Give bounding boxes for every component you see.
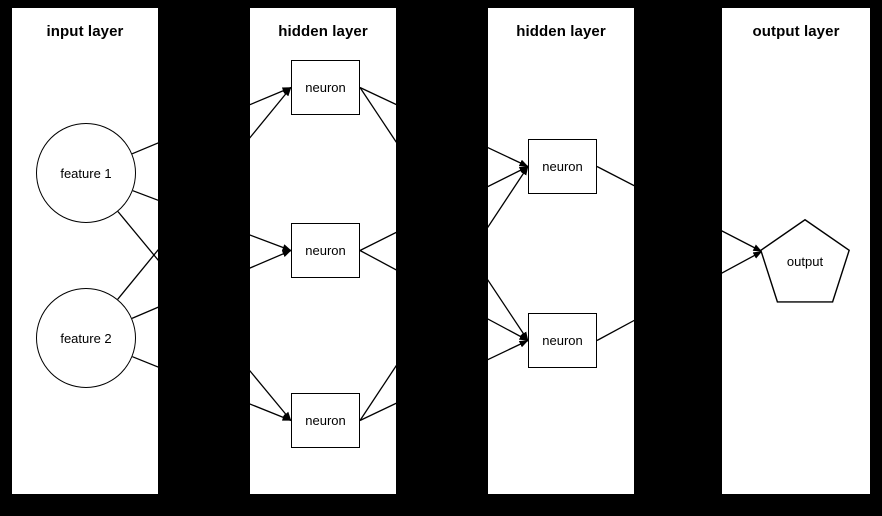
node-label-hidden1-neuron-1: neuron — [305, 80, 346, 95]
node-hidden1-neuron-1[interactable]: neuron — [291, 60, 360, 115]
node-feature-1[interactable]: feature 1 — [36, 123, 136, 223]
node-label-feature-1: feature 1 — [60, 165, 112, 181]
panel-title-input-layer: input layer — [46, 23, 124, 40]
node-label-hidden2-neuron-2: neuron — [542, 333, 583, 348]
node-hidden1-neuron-3[interactable]: neuron — [291, 393, 360, 448]
panel-title-hidden-layer-1: hidden layer — [278, 23, 368, 40]
node-label-feature-2: feature 2 — [60, 330, 112, 346]
node-hidden1-neuron-2[interactable]: neuron — [291, 223, 360, 278]
panel-input-layer: input layer — [12, 8, 158, 494]
node-label-hidden1-neuron-2: neuron — [305, 243, 346, 258]
panel-title-hidden-layer-2: hidden layer — [516, 23, 606, 40]
node-label-hidden2-neuron-1: neuron — [542, 159, 583, 174]
panel-title-output-layer: output layer — [752, 23, 840, 40]
node-hidden2-neuron-1[interactable]: neuron — [528, 139, 597, 194]
node-output[interactable]: output — [759, 218, 851, 305]
node-hidden2-neuron-2[interactable]: neuron — [528, 313, 597, 368]
pentagon-shape — [759, 218, 851, 305]
node-feature-2[interactable]: feature 2 — [36, 288, 136, 388]
node-label-output: output — [786, 254, 824, 270]
panel-hidden-layer-2: hidden layer — [488, 8, 634, 494]
node-label-hidden1-neuron-3: neuron — [305, 413, 346, 428]
